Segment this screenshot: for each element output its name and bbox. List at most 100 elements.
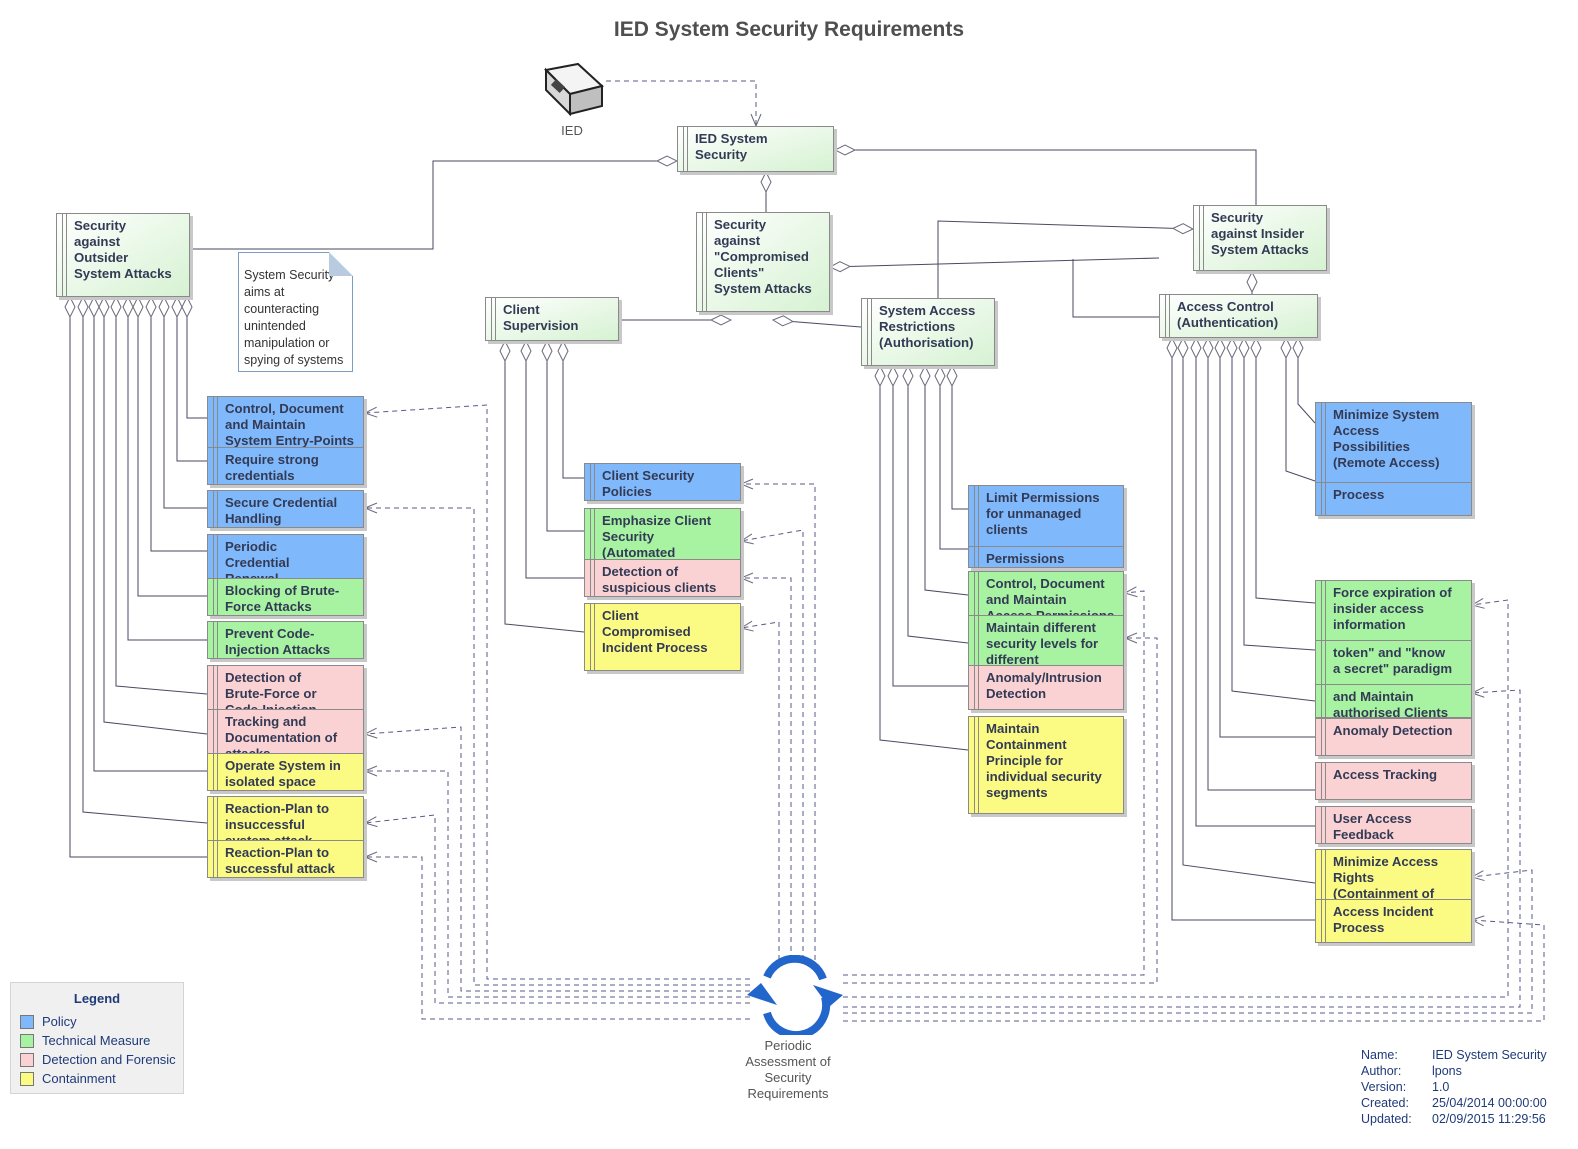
meta-row-version: Version:1.0 xyxy=(1361,1080,1571,1096)
req-label: Require strong credentials xyxy=(225,452,319,483)
req-permissions[interactable]: Permissions xyxy=(968,546,1124,568)
req-label: Detection of Brute-Force or Code-Injecti… xyxy=(225,670,317,711)
req-authorised-clients[interactable]: and Maintain authorised Clients xyxy=(1315,684,1472,718)
node-label: System Access Restrictions (Authorisatio… xyxy=(879,303,976,350)
meta-value: 1.0 xyxy=(1432,1080,1450,1094)
meta-key: Author: xyxy=(1361,1064,1402,1078)
node-label: Client Supervision xyxy=(503,302,579,333)
req-label: Process xyxy=(1333,487,1385,502)
ied-label: IED xyxy=(561,123,583,138)
req-reaction-insuccessful[interactable]: Reaction-Plan to insuccessful system att… xyxy=(207,796,364,842)
meta-row-created: Created:25/04/2014 00:00:00 xyxy=(1361,1096,1571,1112)
req-strong-credentials[interactable]: Require strong credentials xyxy=(207,447,364,485)
req-label: Anomaly/Intrusion Detection xyxy=(986,670,1102,701)
meta-row-updated: Updated: 02/09/2015 11:29:56 xyxy=(1361,1112,1571,1128)
req-label: Reaction-Plan to insuccessful system att… xyxy=(225,801,330,842)
req-user-access-feedback[interactable]: User Access Feedback xyxy=(1315,806,1472,844)
req-label: Operate System in isolated space xyxy=(225,758,341,789)
req-label: Control, Document and Maintain Access Pe… xyxy=(986,576,1115,617)
req-label: Minimize Access Rights (Containment of xyxy=(1333,854,1439,901)
legend-title: Legend xyxy=(73,991,121,1006)
req-minimize-system-access[interactable]: Minimize System Access Possibilities (Re… xyxy=(1315,402,1472,484)
req-client-incident-process[interactable]: Client Compromised Incident Process xyxy=(584,603,741,671)
node-access-restrictions[interactable]: System Access Restrictions (Authorisatio… xyxy=(861,298,995,366)
node-insider-attacks[interactable]: Security against Insider System Attacks xyxy=(1193,205,1327,271)
req-emphasize-client-security[interactable]: Emphasize Client Security (Automated xyxy=(584,508,741,560)
meta-row-author: Author: lpons xyxy=(1361,1064,1571,1080)
cycle-process-icon xyxy=(747,955,843,1035)
req-access-incident-process[interactable]: Access Incident Process xyxy=(1315,899,1472,943)
req-label: Force expiration of insider access infor… xyxy=(1333,585,1452,632)
req-control-entry-points[interactable]: Control, Document and Maintain System En… xyxy=(207,396,364,448)
req-label: Limit Permissions for unmanaged clients xyxy=(986,490,1100,537)
req-label: Prevent Code- Injection Attacks xyxy=(225,626,331,657)
node-outsider-attacks[interactable]: Security against Outsider System Attacks xyxy=(56,213,190,297)
node-client-supervision[interactable]: Client Supervision xyxy=(485,297,619,341)
req-process[interactable]: Process xyxy=(1315,482,1472,516)
req-label: Detection of suspicious clients xyxy=(602,564,717,595)
node-ied-system-security[interactable]: IED System Security xyxy=(677,126,834,172)
legend-label: Technical Measure xyxy=(42,1033,151,1048)
req-label: Reaction-Plan to successful attack xyxy=(225,845,335,876)
req-label: Access Incident Process xyxy=(1333,904,1434,935)
req-containment-principle[interactable]: Maintain Containment Principle for indiv… xyxy=(968,716,1124,814)
node-access-control[interactable]: Access Control (Authentication) xyxy=(1159,294,1318,338)
req-secure-credential-handling[interactable]: Secure Credential Handling xyxy=(207,490,364,528)
req-isolated-space[interactable]: Operate System in isolated space xyxy=(207,753,364,791)
meta-row-name: Name: IED System Security xyxy=(1361,1048,1571,1064)
legend-label: Policy xyxy=(42,1014,77,1029)
meta-value: lpons xyxy=(1432,1064,1462,1078)
req-tracking-attacks[interactable]: Tracking and Documentation of attacks xyxy=(207,709,364,755)
req-detect-brute-force[interactable]: Detection of Brute-Force or Code-Injecti… xyxy=(207,665,364,711)
system-security-note: System Security aims at counteracting un… xyxy=(238,252,353,372)
req-client-security-policies[interactable]: Client Security Policies xyxy=(584,463,741,501)
req-label: Periodic Credential Renewal xyxy=(225,539,290,580)
req-periodic-credential-renewal[interactable]: Periodic Credential Renewal xyxy=(207,534,364,580)
req-label: Blocking of Brute- Force Attacks xyxy=(225,583,340,614)
req-label: Minimize System Access Possibilities (Re… xyxy=(1333,407,1440,470)
req-label: Tracking and Documentation of attacks xyxy=(225,714,338,755)
meta-key: Name: xyxy=(1361,1048,1398,1062)
node-label: Security against Outsider System Attacks xyxy=(74,218,172,281)
legend-swatch xyxy=(20,1053,34,1067)
periodic-assessment-label: Periodic Assessment of Security Requirem… xyxy=(745,1038,831,1101)
meta-value: IED System Security xyxy=(1432,1048,1547,1062)
meta-value: 02/09/2015 11:29:56 xyxy=(1432,1112,1546,1126)
node-label: Security against Insider System Attacks xyxy=(1211,210,1309,257)
req-label: Permissions xyxy=(986,551,1065,566)
meta-key: Updated: xyxy=(1361,1112,1412,1126)
req-access-tracking[interactable]: Access Tracking xyxy=(1315,762,1472,800)
req-label: Control, Document and Maintain System En… xyxy=(225,401,354,448)
req-block-brute-force[interactable]: Blocking of Brute- Force Attacks xyxy=(207,578,364,616)
req-anomaly-detection[interactable]: Anomaly Detection xyxy=(1315,718,1472,756)
meta-key: Created: xyxy=(1361,1096,1409,1110)
diagram-metadata: Name: IED System Security Author: lpons Ve… xyxy=(1361,1048,1571,1128)
legend-label: Containment xyxy=(42,1071,116,1086)
req-label: Emphasize Client Security (Automated xyxy=(602,513,712,560)
legend-swatch xyxy=(20,1072,34,1086)
req-force-expiration[interactable]: Force expiration of insider access infor… xyxy=(1315,580,1472,646)
node-compromised-clients[interactable]: Security against "Compromised Clients" S… xyxy=(696,212,830,312)
ied-device-icon xyxy=(543,62,605,117)
req-different-security-levels[interactable]: Maintain different security levels for d… xyxy=(968,615,1124,667)
req-minimize-access-rights[interactable]: Minimize Access Rights (Containment of xyxy=(1315,849,1472,901)
req-label: Client Security Policies xyxy=(602,468,695,499)
legend-label: Detection and Forensic xyxy=(42,1052,176,1067)
req-label: User Access Feedback xyxy=(1333,811,1412,842)
req-control-access-permissions[interactable]: Control, Document and Maintain Access Pe… xyxy=(968,571,1124,617)
req-prevent-code-injection[interactable]: Prevent Code- Injection Attacks xyxy=(207,621,364,659)
node-label: Security against "Compromised Clients" S… xyxy=(714,217,812,296)
req-label: Maintain Containment Principle for indiv… xyxy=(986,721,1102,800)
req-anomaly-intrusion-detection[interactable]: Anomaly/Intrusion Detection xyxy=(968,665,1124,710)
req-limit-permissions[interactable]: Limit Permissions for unmanaged clients xyxy=(968,485,1124,551)
req-detect-suspicious-clients[interactable]: Detection of suspicious clients xyxy=(584,559,741,597)
req-token-secret-paradigm[interactable]: token" and "know a secret" paradigm xyxy=(1315,640,1472,690)
legend-swatch xyxy=(20,1015,34,1029)
req-reaction-successful[interactable]: Reaction-Plan to successful attack xyxy=(207,840,364,878)
req-label: and Maintain authorised Clients xyxy=(1333,689,1449,718)
req-label: Secure Credential Handling xyxy=(225,495,338,526)
req-label: Maintain different security levels for d… xyxy=(986,620,1099,667)
req-label: Access Tracking xyxy=(1333,767,1438,782)
legend: Legend Policy Technical Measure Detectio… xyxy=(10,982,184,1094)
